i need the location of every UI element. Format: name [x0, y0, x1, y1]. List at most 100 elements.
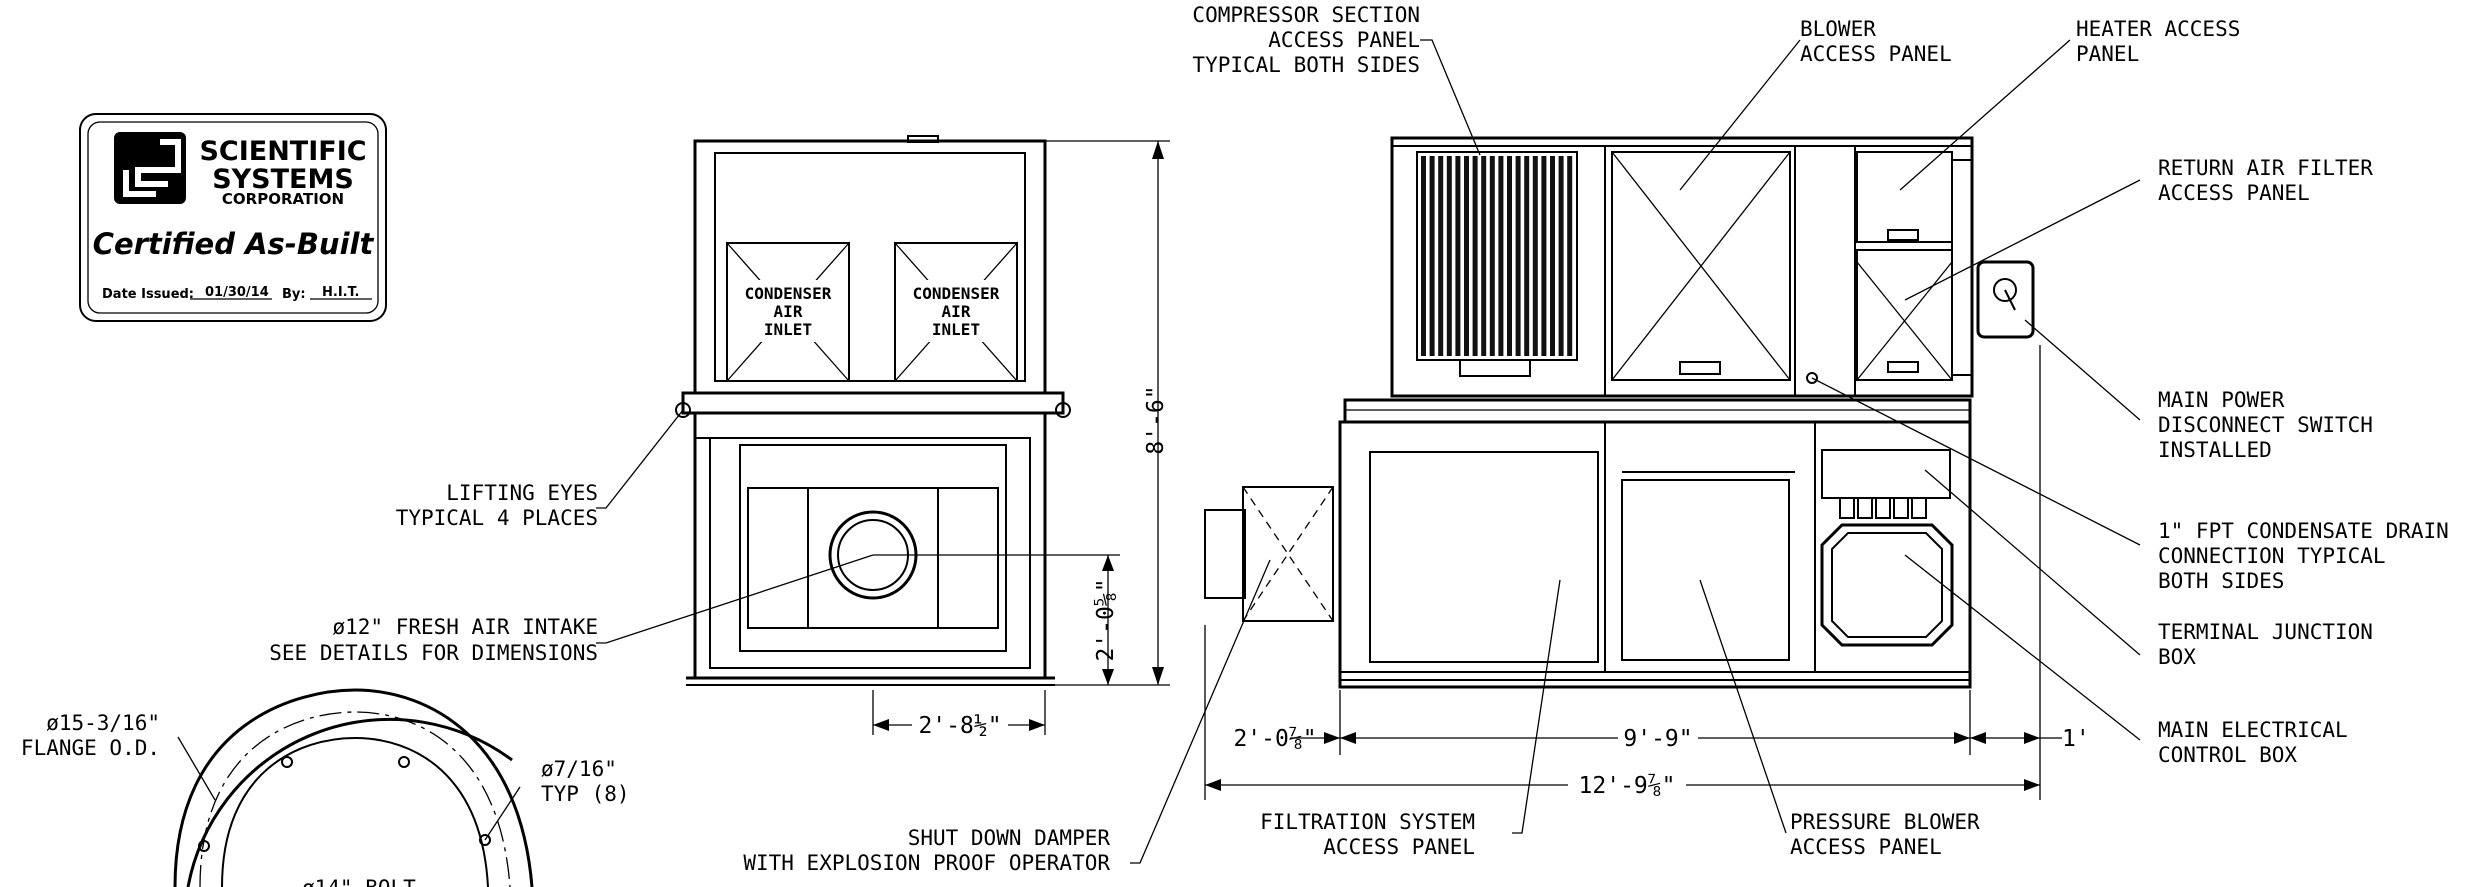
bolt-hole-icon: [281, 756, 293, 768]
flange-od-line1: ø15-3/16": [46, 711, 160, 735]
dim-width: 2'-8½": [918, 713, 1001, 739]
electrical-line1: MAIN ELECTRICAL: [2158, 718, 2348, 742]
main-power-line2: DISCONNECT SWITCH: [2158, 413, 2373, 437]
grille-fin: [1438, 156, 1444, 356]
dim-right: 1': [2062, 726, 2090, 752]
return-air-line1: RETURN AIR FILTER: [2158, 156, 2373, 180]
ssc-emblem-icon: [114, 132, 186, 204]
terminal-label: TERMINAL JUNCTION BOX: [2158, 620, 2373, 669]
grille-fin: [1507, 156, 1512, 356]
side-view: 9'-9" 2'-0⅞" 1' 12'-9⅞": [1130, 39, 2141, 864]
company-name-3: CORPORATION: [222, 190, 344, 208]
grille-fin: [1446, 156, 1452, 356]
filtration-line1: FILTRATION SYSTEM: [1260, 810, 1475, 834]
terminal-junction-box: [1821, 449, 1951, 519]
date-label: Date Issued:: [102, 287, 194, 302]
company-name-2: SYSTEMS: [212, 164, 354, 195]
condenser-inlet-1: CONDENSER AIR INLET: [726, 242, 850, 382]
shutdown-damper: [1204, 486, 1334, 622]
pressure-label: PRESSURE BLOWER ACCESS PANEL: [1790, 810, 1980, 859]
compressor-grille: [1416, 151, 1578, 361]
condenser-inlet-2: CONDENSER AIR INLET: [894, 242, 1018, 382]
fresh-air-label: ø12" FRESH AIR INTAKE SEE DETAILS FOR DI…: [269, 615, 598, 665]
grille-fin: [1429, 156, 1435, 356]
filtration-line2: ACCESS PANEL: [1323, 835, 1475, 859]
heater-label: HEATER ACCESS PANEL: [2076, 17, 2240, 66]
electrical-label: MAIN ELECTRICAL CONTROL BOX: [2158, 718, 2348, 767]
condensate-line3: BOTH SIDES: [2158, 569, 2284, 593]
terminal-line1: TERMINAL JUNCTION: [2158, 620, 2373, 644]
electrical-line2: CONTROL BOX: [2158, 743, 2297, 767]
condenser-2-line2: AIR: [942, 302, 971, 321]
shutdown-label: SHUT DOWN DAMPER WITH EXPLOSION PROOF OP…: [743, 826, 1110, 875]
grille-fin: [1498, 156, 1504, 356]
company-logo: SCIENTIFIC SYSTEMS CORPORATION Certified…: [79, 113, 387, 322]
flange-od-line2: FLANGE O.D.: [21, 736, 160, 760]
compressor-line3: TYPICAL BOTH SIDES: [1192, 53, 1420, 77]
certified-title: Certified As-Built: [93, 227, 375, 261]
compressor-line2: ACCESS PANEL: [1268, 28, 1420, 52]
holes-line1: ø7/16": [541, 757, 617, 781]
blower-access-panel: [1611, 151, 1791, 381]
heater-access-panel: [1856, 151, 1953, 243]
grille-fin: [1532, 156, 1538, 356]
grille-fin: [1515, 156, 1521, 356]
compressor-label: COMPRESSOR SECTION ACCESS PANEL TYPICAL …: [1192, 3, 1420, 77]
lifting-eyes-line2: TYPICAL 4 PLACES: [396, 506, 598, 530]
dim-overall: 12'-9⅞": [1579, 773, 1676, 799]
bolt-hole-icon: [198, 840, 210, 852]
pressure-blower-panel: [1621, 471, 1795, 661]
grille-fin: [1541, 156, 1547, 356]
lifting-eyes-line1: LIFTING EYES: [446, 481, 598, 505]
fresh-air-line1: ø12" FRESH AIR INTAKE: [332, 615, 598, 639]
bolt-circle-label: ø14" BOLT: [302, 876, 416, 887]
condensate-label: 1" FPT CONDENSATE DRAIN CONNECTION TYPIC…: [2158, 519, 2449, 593]
grille-fin: [1472, 156, 1478, 356]
fresh-air-line2: SEE DETAILS FOR DIMENSIONS: [269, 641, 598, 665]
disconnect-switch: [1976, 260, 2035, 339]
main-power-line3: INSTALLED: [2158, 438, 2272, 462]
flange-detail: ø15-3/16" FLANGE O.D. ø7/16" TYP (8) ø14…: [21, 688, 630, 887]
switch-handle-icon: [1993, 278, 2017, 302]
blower-line2: ACCESS PANEL: [1800, 42, 1952, 66]
compressor-line1: COMPRESSOR SECTION: [1192, 3, 1420, 27]
condenser-1-line1: CONDENSER: [745, 284, 832, 303]
return-air-filter-panel: [1856, 249, 1953, 381]
heater-line1: HEATER ACCESS: [2076, 17, 2240, 41]
blower-label: BLOWER ACCESS PANEL: [1800, 17, 1952, 66]
grille-fin: [1455, 156, 1461, 356]
main-electrical-control-box: [1820, 523, 1954, 647]
date-value: 01/30/14: [205, 285, 269, 300]
blower-line1: BLOWER: [1800, 17, 1876, 41]
grille-fin: [1550, 156, 1555, 356]
condenser-2-line3: INLET: [932, 320, 980, 339]
grille-fin: [1464, 156, 1469, 356]
grille-fin: [1421, 156, 1426, 356]
lifting-eyes-label: LIFTING EYES TYPICAL 4 PLACES: [396, 481, 598, 530]
lifting-eye-icon: [675, 402, 691, 418]
front-view: CONDENSER AIR INLET CONDENSER AIR INLET: [596, 135, 1170, 739]
lifting-eye-icon: [1055, 402, 1071, 418]
holes-line2: TYP (8): [541, 782, 630, 806]
condensate-line1: 1" FPT CONDENSATE DRAIN: [2158, 519, 2449, 543]
bolt-hole-icon: [479, 834, 491, 846]
condenser-2-line1: CONDENSER: [913, 284, 1000, 303]
pressure-line1: PRESSURE BLOWER: [1790, 810, 1980, 834]
dim-intake-height: 2'-0⅝": [1093, 578, 1119, 661]
grille-fin: [1558, 156, 1564, 356]
terminal-line2: BOX: [2158, 645, 2196, 669]
condensate-drain-icon: [1806, 372, 1818, 384]
shutdown-line2: WITH EXPLOSION PROOF OPERATOR: [743, 851, 1110, 875]
dim-height: 8'-6": [1143, 385, 1169, 454]
heater-line2: PANEL: [2076, 42, 2139, 66]
filtration-label: FILTRATION SYSTEM ACCESS PANEL: [1260, 810, 1475, 859]
pressure-line2: ACCESS PANEL: [1790, 835, 1942, 859]
by-value: H.I.T.: [322, 285, 359, 300]
bolt-hole-icon: [398, 756, 410, 768]
company-name-1: SCIENTIFIC: [199, 136, 366, 167]
return-air-line2: ACCESS PANEL: [2158, 181, 2310, 205]
shutdown-line1: SHUT DOWN DAMPER: [908, 826, 1111, 850]
condensate-line2: CONNECTION TYPICAL: [2158, 544, 2386, 568]
main-power-label: MAIN POWER DISCONNECT SWITCH INSTALLED: [2158, 388, 2373, 462]
